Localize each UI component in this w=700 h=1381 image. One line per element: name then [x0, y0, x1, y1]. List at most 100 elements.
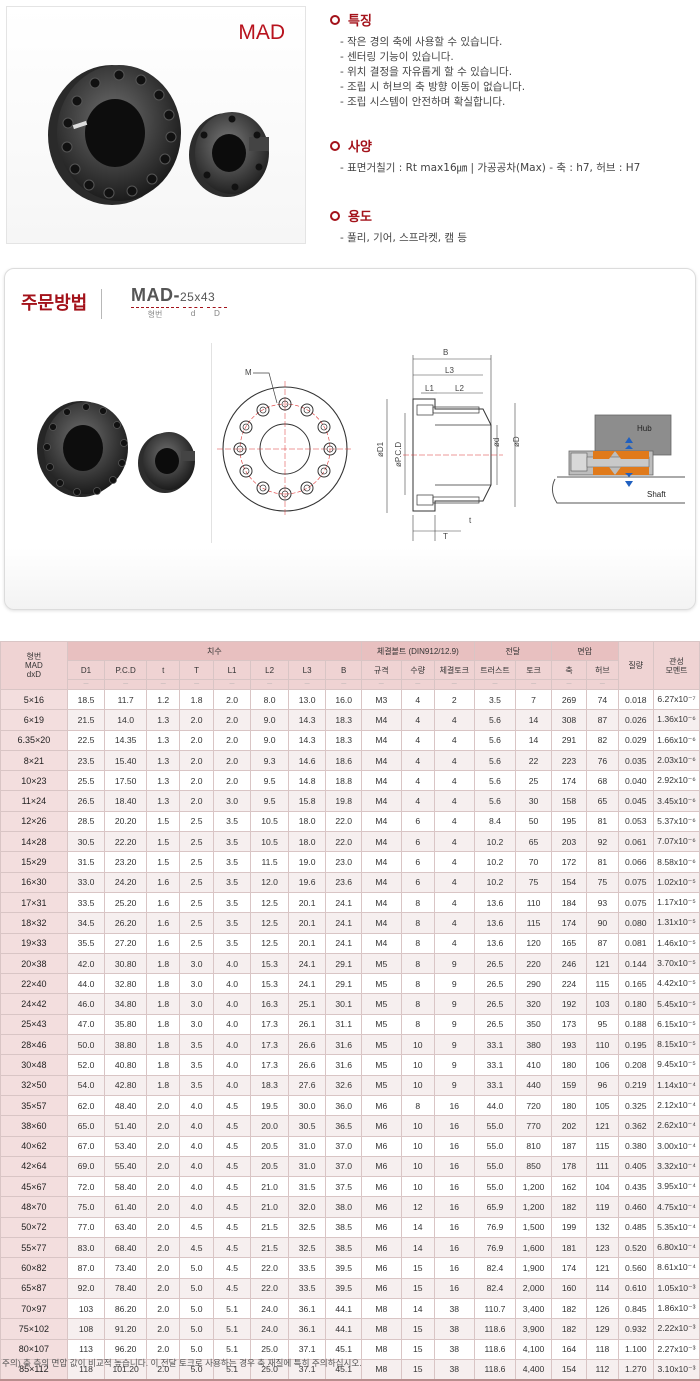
code-d: 25: [180, 290, 195, 304]
table-cell: 2.0: [146, 1216, 181, 1239]
table-cell: 19.8: [325, 790, 362, 812]
table-cell: 26.5: [66, 790, 106, 812]
table-cell: M6: [360, 1115, 402, 1137]
table-cell: 3.5: [179, 1034, 214, 1056]
unit-row: ———————————————: [1, 679, 700, 690]
table-cell: 2.0: [212, 770, 252, 792]
table-cell: 1.8: [146, 1054, 181, 1076]
label-L1: L1: [425, 384, 434, 393]
table-cell: 87: [586, 932, 619, 954]
table-cell: 25.0: [250, 1338, 289, 1360]
hub-label: Hub: [637, 424, 652, 433]
table-cell: 27.20: [104, 932, 148, 954]
table-cell: 4.0: [179, 1155, 214, 1178]
table-cell: 4.5: [179, 1216, 214, 1239]
model-cell: 24×42: [0, 993, 68, 1015]
table-cell: 70: [515, 851, 552, 873]
table-cell: 4.0: [212, 1013, 252, 1036]
table-cell: 10.2: [473, 851, 517, 873]
model-cell: 32×50: [0, 1074, 68, 1096]
table-cell: 38: [433, 1338, 475, 1360]
table-cell: 4.0: [212, 973, 252, 995]
model-cell: 17×31: [0, 891, 68, 914]
table-cell: 2.0: [146, 1094, 181, 1117]
table-cell: 38.80: [104, 1034, 148, 1056]
table-cell: 13.6: [473, 891, 517, 914]
table-cell: 4.0: [179, 1115, 214, 1137]
model-cell: 70×97: [0, 1297, 68, 1320]
label-D: D: [207, 307, 227, 320]
table-cell: 2.0: [146, 1277, 181, 1299]
table-cell: 0.325: [617, 1094, 655, 1117]
model-cell: 12×26: [0, 810, 68, 833]
table-cell: 2.0: [212, 709, 252, 731]
table-cell: 76: [586, 749, 619, 772]
table-cell: M4: [360, 912, 402, 934]
table-cell: M5: [360, 1034, 402, 1056]
table-cell: 11.5: [250, 851, 289, 873]
table-cell: 118: [66, 1358, 106, 1381]
table-cell: 9: [433, 1074, 475, 1096]
table-cell: 182: [550, 1297, 588, 1320]
table-cell: 68: [586, 770, 619, 792]
table-cell: 110: [586, 1034, 619, 1056]
table-cell: 14.6: [287, 749, 327, 772]
table-cell: 92.0: [66, 1277, 106, 1299]
table-cell: 67.0: [66, 1135, 106, 1157]
table-cell: 1.05x10⁻³: [653, 1277, 700, 1299]
table-cell: 4.5: [212, 1216, 252, 1239]
table-cell: 24.1: [325, 932, 362, 954]
table-cell: 4: [433, 912, 475, 934]
table-cell: 2.0: [179, 749, 214, 772]
table-cell: M6: [360, 1094, 402, 1117]
table-cell: 82.4: [473, 1257, 517, 1279]
table-cell: 87.0: [66, 1257, 106, 1279]
table-cell: 115: [586, 1135, 619, 1157]
table-cell: 38: [433, 1358, 475, 1381]
table-cell: 69.0: [66, 1155, 106, 1178]
table-cell: 15: [400, 1338, 435, 1360]
table-cell: 78.40: [104, 1277, 148, 1299]
table-cell: M8: [360, 1358, 402, 1381]
table-cell: 95: [586, 1013, 619, 1036]
table-cell: 1.6: [146, 891, 181, 914]
table-cell: 174: [550, 912, 588, 934]
unit-cell: —: [400, 679, 435, 690]
table-cell: 75.0: [66, 1196, 106, 1218]
table-cell: 4.0: [212, 1054, 252, 1076]
table-cell: 30.0: [287, 1094, 327, 1117]
table-cell: 25.5: [66, 770, 106, 792]
table-cell: 47.0: [66, 1013, 106, 1036]
table-cell: 83.0: [66, 1237, 106, 1259]
table-cell: 16: [433, 1094, 475, 1117]
table-cell: 9.0: [250, 729, 289, 751]
table-cell: M6: [360, 1176, 402, 1198]
order-code-legend: 형번 d D: [131, 307, 227, 320]
table-cell: 22.20: [104, 831, 148, 853]
note-text: 주의) 축 측의 면압 값이 비교적 높습니다. 이 전달 토크로 사용하는 경…: [2, 1358, 362, 1368]
table-cell: 1.3: [146, 709, 181, 731]
table-cell: 65: [515, 831, 552, 853]
table-cell: 126: [586, 1297, 619, 1320]
table-cell: 112: [586, 1358, 619, 1381]
table-cell: 16: [433, 1176, 475, 1198]
table-cell: 23.6: [325, 871, 362, 893]
table-cell: 1,900: [515, 1257, 552, 1279]
table-cell: 5.6: [473, 749, 517, 772]
table-cell: 21.0: [250, 1176, 289, 1198]
table-cell: M6: [360, 1135, 402, 1157]
table-cell: 158: [550, 790, 588, 812]
table-cell: 174: [550, 770, 588, 792]
table-cell: 55.0: [473, 1155, 517, 1178]
table-cell: 1.02x10⁻⁵: [653, 871, 700, 893]
table-cell: M5: [360, 1013, 402, 1036]
table-cell: M4: [360, 810, 402, 833]
table-cell: 37.0: [325, 1135, 362, 1157]
table-cell: 5.0: [179, 1318, 214, 1340]
table-cell: 154: [550, 871, 588, 893]
table-cell: 20.1: [287, 891, 327, 914]
table-cell: 18.40: [104, 790, 148, 812]
model-cell: 15×29: [0, 851, 68, 873]
table-cell: 27.6: [287, 1074, 327, 1096]
